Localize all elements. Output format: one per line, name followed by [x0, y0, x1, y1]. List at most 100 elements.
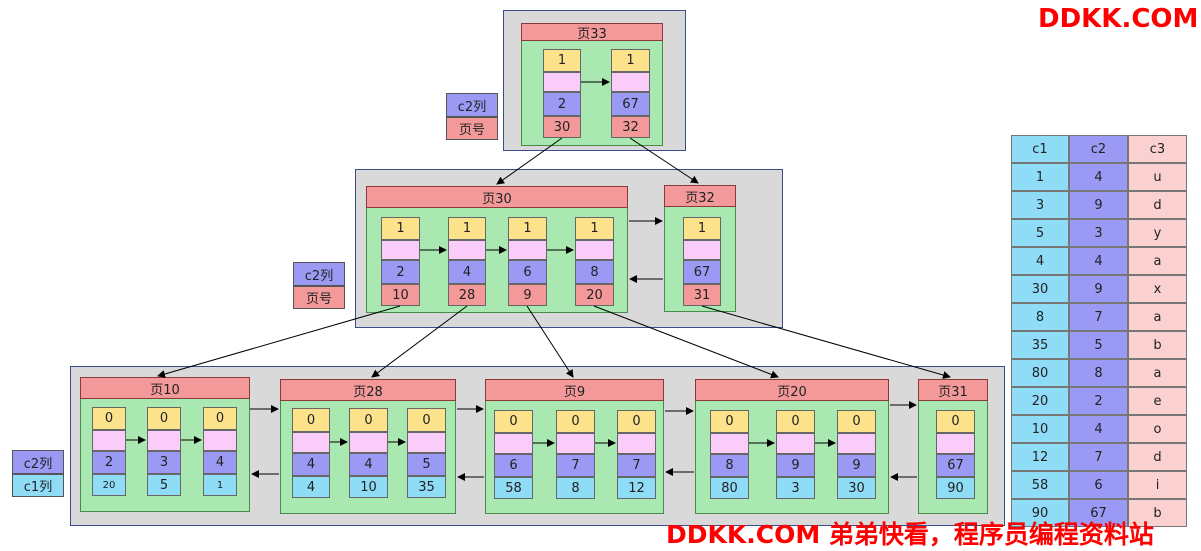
table-header-c3: c3 — [1128, 135, 1187, 163]
pointer-arrow — [701, 305, 951, 379]
record-pk: 1 — [203, 474, 237, 496]
pointer-arrow — [157, 305, 401, 378]
record-page: 10 — [381, 284, 420, 306]
record-pk: 90 — [936, 477, 975, 499]
table-cell-c1: 5 — [1011, 219, 1069, 247]
record-key: 7 — [556, 454, 595, 477]
record-key: 6 — [508, 260, 547, 284]
table-cell-c3: b — [1128, 499, 1187, 527]
table-cell-c1: 10 — [1011, 415, 1069, 443]
record-page: 9 — [508, 284, 547, 306]
record-page: 28 — [448, 284, 486, 306]
table-cell-c2: 7 — [1069, 303, 1128, 331]
record-pk: 20 — [92, 474, 126, 496]
record-flag: 1 — [508, 217, 547, 240]
record-flag: 1 — [575, 217, 614, 240]
page-28-title: 页28 — [280, 379, 456, 401]
table-cell-c3: d — [1128, 443, 1187, 471]
record-flag: 0 — [92, 407, 126, 430]
record-flag: 1 — [543, 49, 581, 72]
record-pk: 35 — [407, 476, 446, 498]
record-key: 4 — [292, 453, 330, 476]
table-cell-c3: b — [1128, 331, 1187, 359]
table-cell-c2: 4 — [1069, 415, 1128, 443]
legend-mid-key: c2列 — [293, 262, 345, 286]
table-cell-c2: 7 — [1069, 443, 1128, 471]
record-key: 9 — [776, 454, 815, 477]
record-pk: 5 — [147, 474, 181, 496]
record-key: 4 — [203, 451, 237, 474]
table-cell-c1: 1 — [1011, 163, 1069, 191]
record-next — [543, 72, 581, 92]
record-pk: 58 — [494, 477, 533, 499]
legend-bottom-pk: c1列 — [12, 474, 64, 497]
page-31-title: 页31 — [918, 379, 988, 401]
page-9-title: 页9 — [485, 379, 664, 401]
table-cell-c3: d — [1128, 191, 1187, 219]
record-next — [381, 240, 420, 260]
table-cell-c1: 8 — [1011, 303, 1069, 331]
record-flag: 0 — [837, 410, 876, 433]
record-flag: 0 — [407, 408, 446, 432]
page-33-title: 页33 — [521, 23, 663, 42]
record-key: 3 — [147, 451, 181, 474]
table-cell-c2: 4 — [1069, 163, 1128, 191]
record-next — [683, 240, 721, 260]
record-flag: 1 — [381, 217, 420, 240]
record-next — [147, 430, 181, 451]
table-cell-c1: 3 — [1011, 191, 1069, 219]
record-flag: 0 — [556, 410, 595, 433]
table-cell-c2: 9 — [1069, 275, 1128, 303]
table-cell-c2: 9 — [1069, 191, 1128, 219]
record-pk: 4 — [292, 476, 330, 498]
record-next — [936, 433, 975, 454]
record-next — [292, 432, 330, 453]
pointer-arrow — [526, 305, 574, 378]
record-next — [575, 240, 614, 260]
table-cell-c1: 4 — [1011, 247, 1069, 275]
table-cell-c2: 2 — [1069, 387, 1128, 415]
record-flag: 0 — [494, 410, 533, 433]
record-next — [349, 432, 388, 453]
table-cell-c1: 90 — [1011, 499, 1069, 527]
legend-bottom-key: c2列 — [12, 450, 64, 474]
legend-top-key: c2列 — [446, 93, 498, 117]
record-flag: 1 — [448, 217, 486, 240]
record-flag: 0 — [776, 410, 815, 433]
pointer-arrow — [593, 305, 779, 379]
record-next — [92, 430, 126, 451]
record-key: 67 — [936, 454, 975, 477]
table-cell-c2: 8 — [1069, 359, 1128, 387]
record-key: 9 — [837, 454, 876, 477]
record-flag: 0 — [203, 407, 237, 430]
table-cell-c3: a — [1128, 303, 1187, 331]
record-flag: 0 — [936, 410, 975, 433]
record-key: 5 — [407, 453, 446, 476]
table-cell-c3: a — [1128, 247, 1187, 275]
table-cell-c1: 30 — [1011, 275, 1069, 303]
record-next — [837, 433, 876, 454]
record-next — [556, 433, 595, 454]
record-pk: 80 — [710, 477, 749, 499]
table-cell-c3: y — [1128, 219, 1187, 247]
pointer-arrow — [371, 305, 468, 378]
record-next — [710, 433, 749, 454]
record-key: 67 — [611, 92, 650, 116]
page-20-title: 页20 — [695, 379, 889, 401]
record-next — [617, 433, 656, 454]
table-header-c2: c2 — [1069, 135, 1128, 163]
record-flag: 1 — [611, 49, 650, 72]
page-32-title: 页32 — [664, 185, 736, 207]
watermark-bottom: DDKK.COM 弟弟快看，程序员编程资料站 — [666, 520, 1154, 549]
record-key: 2 — [92, 451, 126, 474]
table-cell-c1: 35 — [1011, 331, 1069, 359]
table-cell-c2: 67 — [1069, 499, 1128, 527]
record-page: 20 — [575, 284, 614, 306]
record-flag: 1 — [683, 217, 721, 240]
record-key: 2 — [381, 260, 420, 284]
record-key: 67 — [683, 260, 721, 284]
legend-mid-page: 页号 — [293, 286, 345, 309]
legend-top-page: 页号 — [446, 117, 498, 140]
record-next — [407, 432, 446, 453]
